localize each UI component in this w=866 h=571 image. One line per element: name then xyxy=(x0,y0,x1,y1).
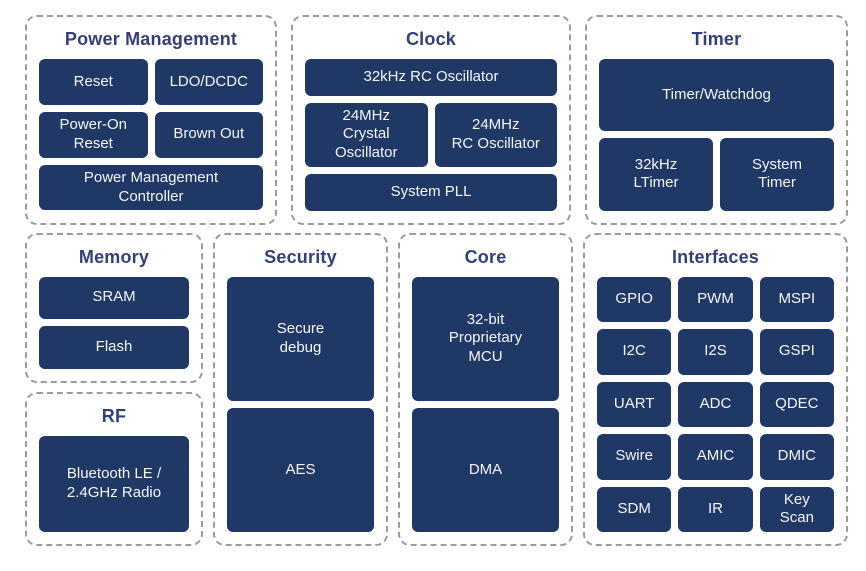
block-dmic: DMIC xyxy=(759,434,834,480)
block-system-pll: System PLL xyxy=(305,173,557,211)
core-blocks: 32-bit Proprietary MCU DMA xyxy=(412,276,559,532)
block-32khz-rc-oscillator: 32kHz RC Oscillator xyxy=(305,59,557,96)
section-rf: RF Bluetooth LE / 2.4GHz Radio xyxy=(25,391,203,546)
memory-blocks: SRAM Flash xyxy=(39,276,189,369)
block-sram: SRAM xyxy=(39,276,189,319)
section-title-power-management: Power Management xyxy=(64,29,238,49)
block-swire: Swire xyxy=(597,434,672,480)
clock-blocks: 32kHz RC Oscillator 24MHz Crystal Oscill… xyxy=(305,59,557,211)
block-uart: UART xyxy=(597,381,672,427)
block-reset: Reset xyxy=(39,59,148,105)
section-title-rf: RF xyxy=(101,405,127,426)
block-mspi: MSPI xyxy=(759,276,834,322)
block-power-on-reset: Power-On Reset xyxy=(39,111,148,158)
section-title-interfaces: Interfaces xyxy=(671,246,760,267)
block-adc: ADC xyxy=(678,381,753,427)
section-core: Core 32-bit Proprietary MCU DMA xyxy=(398,232,573,546)
block-gpio: GPIO xyxy=(597,276,672,322)
block-ir: IR xyxy=(678,486,753,532)
block-32khz-ltimer: 32kHz LTimer xyxy=(599,138,713,211)
block-timer-watchdog: Timer/Watchdog xyxy=(599,59,834,132)
section-title-memory: Memory xyxy=(78,246,150,267)
block-i2s: I2S xyxy=(678,329,753,375)
block-dma: DMA xyxy=(412,407,559,532)
interfaces-grid: GPIO PWM MSPI I2C I2S GSPI UART ADC QDEC… xyxy=(597,276,834,532)
block-pwm: PWM xyxy=(678,276,753,322)
section-memory: Memory SRAM Flash xyxy=(25,232,203,383)
block-key-scan: Key Scan xyxy=(759,486,834,532)
block-32bit-proprietary-mcu: 32-bit Proprietary MCU xyxy=(412,276,559,401)
section-title-clock: Clock xyxy=(405,29,457,49)
rf-blocks: Bluetooth LE / 2.4GHz Radio xyxy=(39,435,189,532)
block-system-timer: System Timer xyxy=(720,138,834,211)
power-management-blocks: Reset LDO/DCDC Power-On Reset Brown Out … xyxy=(39,59,263,211)
block-flash: Flash xyxy=(39,326,189,369)
block-aes: AES xyxy=(227,407,374,532)
block-gspi: GSPI xyxy=(759,329,834,375)
section-interfaces: Interfaces GPIO PWM MSPI I2C I2S GSPI UA… xyxy=(583,232,848,546)
block-bluetooth-le-radio: Bluetooth LE / 2.4GHz Radio xyxy=(39,435,189,532)
memory-rf-column: Memory SRAM Flash RF Bluetooth LE / 2.4G… xyxy=(25,232,203,546)
section-title-timer: Timer xyxy=(691,29,742,49)
block-24mhz-crystal-oscillator: 24MHz Crystal Oscillator xyxy=(305,102,428,167)
block-24mhz-rc-oscillator: 24MHz RC Oscillator xyxy=(434,102,557,167)
block-amic: AMIC xyxy=(678,434,753,480)
section-security: Security Secure debug AES xyxy=(213,232,388,546)
block-secure-debug: Secure debug xyxy=(227,276,374,401)
top-row: Power Management Reset LDO/DCDC Power-On… xyxy=(25,15,848,225)
block-brown-out: Brown Out xyxy=(154,111,263,158)
section-title-security: Security xyxy=(264,246,337,267)
block-ldo-dcdc: LDO/DCDC xyxy=(154,59,263,105)
section-timer: Timer Timer/Watchdog 32kHz LTimer System… xyxy=(585,15,848,225)
block-i2c: I2C xyxy=(597,329,672,375)
block-power-management-controller: Power Management Controller xyxy=(39,164,263,211)
section-power-management: Power Management Reset LDO/DCDC Power-On… xyxy=(25,15,277,225)
timer-blocks: Timer/Watchdog 32kHz LTimer System Timer xyxy=(599,59,834,211)
section-title-core: Core xyxy=(464,246,507,267)
block-sdm: SDM xyxy=(597,486,672,532)
block-qdec: QDEC xyxy=(759,381,834,427)
section-clock: Clock 32kHz RC Oscillator 24MHz Crystal … xyxy=(291,15,571,225)
bottom-row: Memory SRAM Flash RF Bluetooth LE / 2.4G… xyxy=(25,232,848,546)
security-blocks: Secure debug AES xyxy=(227,276,374,532)
